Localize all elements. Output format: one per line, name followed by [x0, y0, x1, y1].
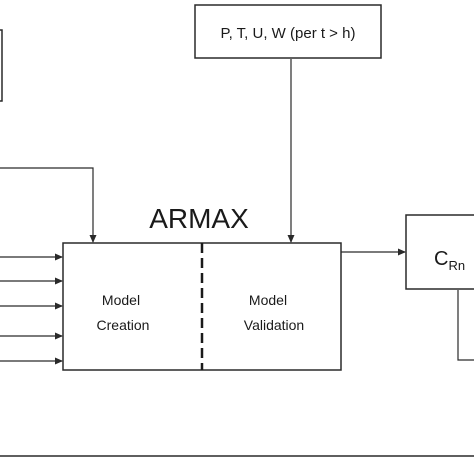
validation-label-line2: Validation — [244, 317, 304, 333]
output-box: CRn — [405, 214, 474, 290]
output-label-main: C — [434, 248, 448, 270]
creation-label-line1: Model — [102, 292, 140, 308]
feedback-line — [457, 290, 474, 361]
left-partial-box — [0, 29, 3, 102]
armax-model-box: Model Creation Model Validation — [62, 242, 342, 371]
creation-label-line2: Creation — [97, 317, 150, 333]
output-label-subscript: Rn — [448, 258, 465, 273]
validation-label-line1: Model — [249, 292, 287, 308]
left-top-arrow — [0, 167, 97, 243]
top-input-box: P, T, U, W (per t > h) — [194, 4, 382, 59]
output-label: CRn — [434, 248, 465, 273]
top-input-label: P, T, U, W (per t > h) — [221, 25, 356, 42]
left-input-arrows — [0, 253, 63, 365]
model-title: ARMAX — [149, 203, 249, 234]
